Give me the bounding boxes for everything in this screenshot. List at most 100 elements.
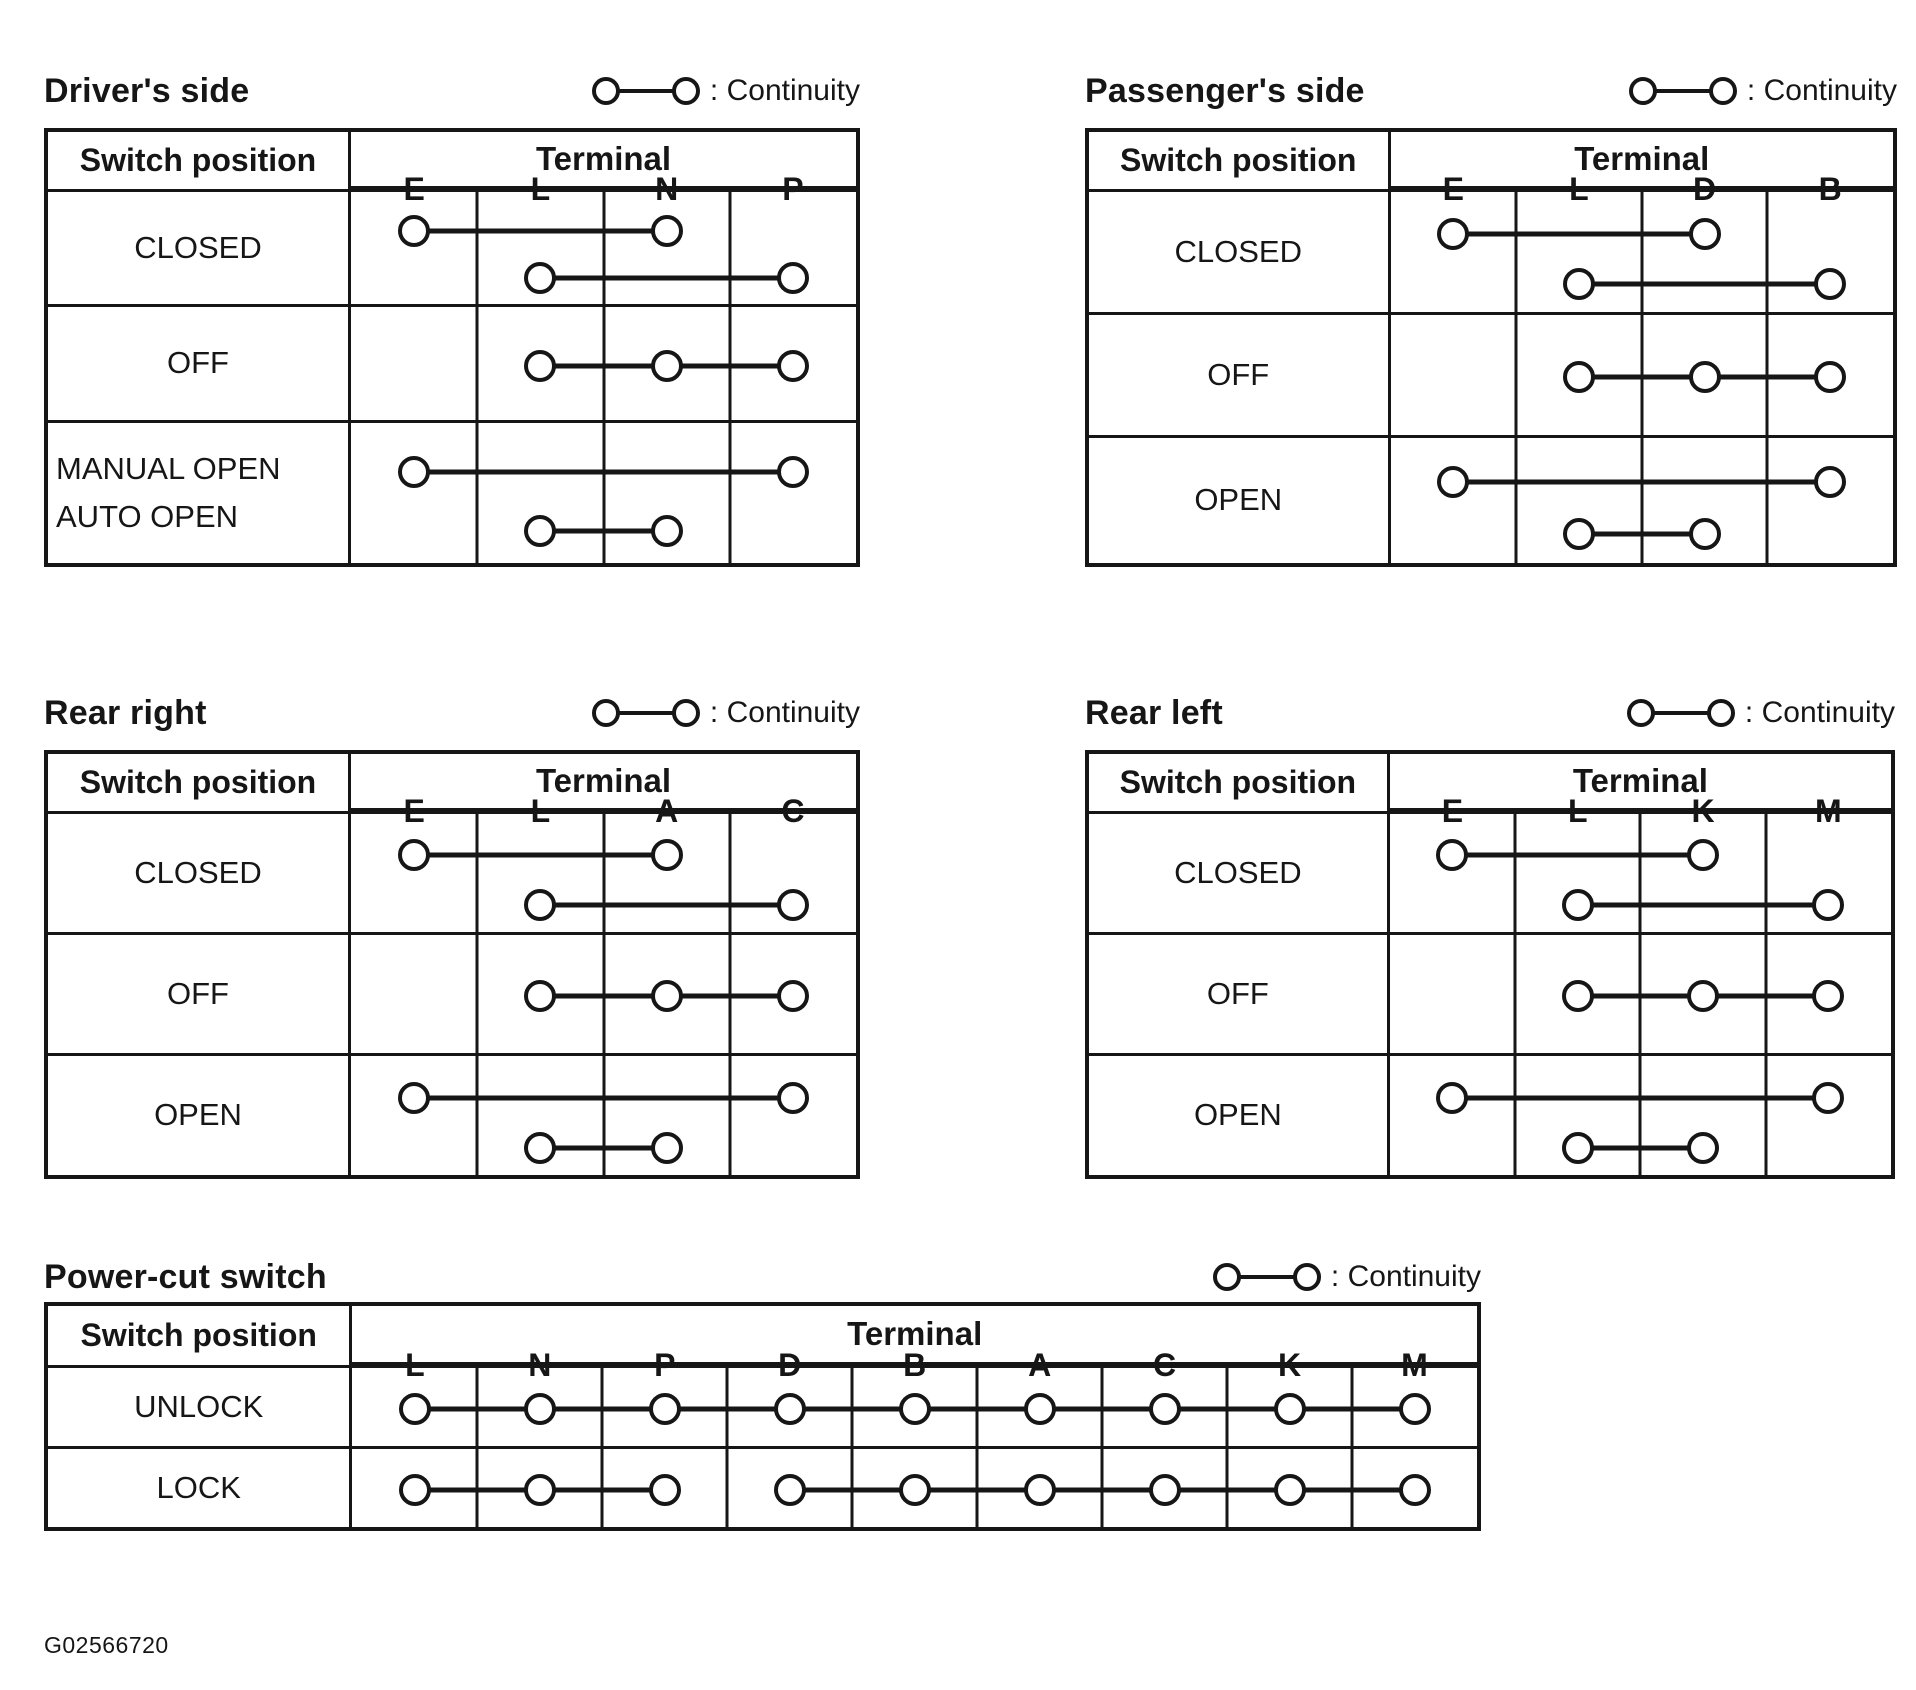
terminal-node-A xyxy=(1023,1473,1056,1506)
switch-position-header: Switch position xyxy=(1089,132,1391,189)
power-cut-switch-title: Power-cut switch xyxy=(44,1258,327,1296)
column-divider xyxy=(725,1449,729,1527)
switch-position-value: OFF xyxy=(48,935,351,1053)
column-divider xyxy=(1638,1056,1642,1175)
continuity-node-icon xyxy=(1292,1263,1321,1291)
rear-left-continuity-legend: : Continuity xyxy=(1626,696,1895,730)
row-label-line: AUTO OPEN xyxy=(56,499,239,534)
terminal-node-M xyxy=(1812,980,1845,1013)
terminal-node-P xyxy=(776,262,809,295)
row-label-line: CLOSED xyxy=(1174,854,1302,890)
switch-row-closed: CLOSED xyxy=(1089,811,1891,932)
switch-position-value: UNLOCK xyxy=(48,1368,353,1446)
continuity-connection-E-A xyxy=(414,852,667,858)
switch-position-value: OFF xyxy=(1089,935,1390,1053)
continuity-line xyxy=(617,711,674,715)
terminal-node-D xyxy=(1688,361,1721,394)
terminal-node-L xyxy=(524,980,557,1013)
terminal-node-L xyxy=(524,262,557,295)
terminal-node-P xyxy=(648,1392,681,1425)
switch-position-header: Switch position xyxy=(1089,754,1390,811)
switch-position-header: Switch position xyxy=(48,132,351,189)
continuity-line xyxy=(1238,1275,1295,1279)
switch-position-value: OPEN xyxy=(1089,1056,1390,1175)
switch-position-value: OPEN xyxy=(1089,438,1391,563)
switch-position-value: OFF xyxy=(48,307,351,420)
column-divider xyxy=(1638,814,1642,932)
terminal-node-L xyxy=(1561,980,1594,1013)
terminal-node-K xyxy=(1273,1473,1306,1506)
terminal-node-K xyxy=(1687,839,1720,872)
terminal-node-D xyxy=(1688,518,1721,551)
terminal-node-K xyxy=(1687,980,1720,1013)
terminal-node-M xyxy=(1398,1392,1431,1425)
column-divider xyxy=(475,423,479,563)
continuity-line xyxy=(1652,711,1709,715)
column-divider xyxy=(1513,814,1517,932)
continuity-legend-label: : Continuity xyxy=(1330,1260,1481,1293)
terminal-node-C xyxy=(776,888,809,921)
terminal-header: Terminal xyxy=(1390,132,1893,189)
continuity-connection-E-B xyxy=(1453,479,1831,485)
terminal-node-K xyxy=(1273,1392,1306,1425)
terminal-header: Terminal xyxy=(351,754,856,811)
continuity-connection-L-D xyxy=(1578,531,1705,537)
row-label-line: OFF xyxy=(1207,356,1270,392)
continuity-node-icon xyxy=(1706,699,1735,727)
terminal-node-B xyxy=(1814,268,1847,301)
row-label-line: OPEN xyxy=(1194,482,1283,518)
column-divider xyxy=(1514,192,1518,312)
switch-row-off: OFF xyxy=(1089,932,1891,1053)
continuity-node-icon xyxy=(1212,1263,1241,1291)
column-divider xyxy=(475,935,479,1053)
switch-row-lock: LOCK xyxy=(48,1446,1477,1527)
row-label-line: CLOSED xyxy=(1174,233,1302,269)
column-divider xyxy=(1764,814,1768,932)
continuity-connection-E-K xyxy=(1452,852,1704,858)
switch-position-value: OPEN xyxy=(48,1056,351,1175)
continuity-node-icon xyxy=(1628,77,1657,105)
terminal-node-P xyxy=(776,349,809,382)
switch-row-closed: CLOSED xyxy=(48,189,856,304)
terminal-node-E xyxy=(1437,218,1470,250)
column-divider xyxy=(728,423,732,563)
passengers-side-title: Passenger's side xyxy=(1085,72,1365,110)
terminal-node-N xyxy=(523,1473,556,1506)
row-label-line: OFF xyxy=(167,975,229,1011)
continuity-connection-L-B xyxy=(1578,281,1831,287)
continuity-connection-E-C xyxy=(414,1095,793,1101)
continuity-node-icon xyxy=(1708,77,1737,105)
terminal-node-D xyxy=(773,1473,806,1506)
column-divider xyxy=(602,192,605,304)
terminal-node-L xyxy=(1562,518,1595,551)
switch-row-off: OFF xyxy=(48,304,856,420)
terminal-node-E xyxy=(398,839,431,872)
switch-position-value: OFF xyxy=(1089,315,1391,435)
terminal-node-B xyxy=(1814,465,1847,498)
switch-row-off: OFF xyxy=(1089,312,1893,435)
terminal-node-K xyxy=(1687,1131,1720,1164)
column-divider xyxy=(1764,1056,1768,1175)
column-divider xyxy=(475,192,479,304)
terminal-node-N xyxy=(650,349,683,382)
switch-position-value: CLOSED xyxy=(1089,814,1390,932)
continuity-connection-L-N xyxy=(540,528,667,534)
terminal-node-C xyxy=(1148,1473,1181,1506)
switch-row-closed: CLOSED xyxy=(1089,189,1893,312)
terminal-node-A xyxy=(650,1131,683,1164)
continuity-line xyxy=(1654,89,1711,93)
terminal-node-L xyxy=(398,1392,431,1425)
continuity-node-icon xyxy=(591,699,620,727)
row-label-line: OPEN xyxy=(154,1097,242,1133)
column-divider xyxy=(1514,438,1518,563)
terminal-node-E xyxy=(398,215,431,248)
continuity-node-icon xyxy=(671,77,700,105)
